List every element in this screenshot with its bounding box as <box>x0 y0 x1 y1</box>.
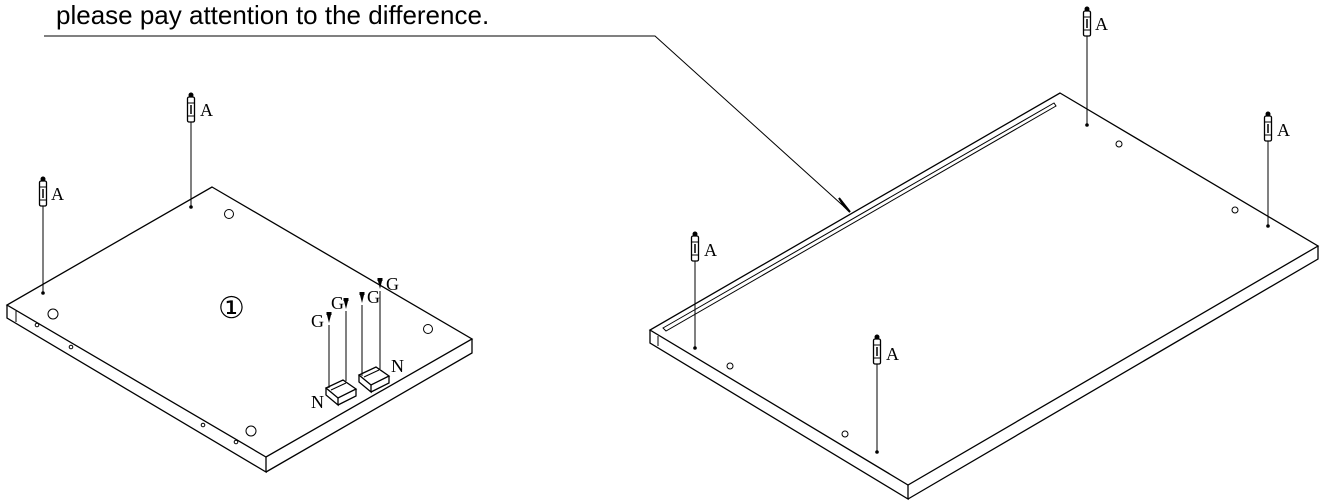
left-hole-2 <box>47 308 59 320</box>
left-hole-1 <box>224 209 234 219</box>
right-panel-top-face <box>648 92 1320 486</box>
screw-label: G <box>367 287 380 307</box>
step-number: ① <box>218 291 245 326</box>
clip-n-back <box>357 366 391 394</box>
left-edge-hole <box>68 344 74 350</box>
screw-g-4 <box>377 278 383 369</box>
dowel-a-left <box>38 175 48 295</box>
dowel-a-top <box>1082 5 1092 127</box>
dowel-a-right <box>1263 110 1273 228</box>
left-panel-side-face <box>265 339 473 473</box>
caption-text: please pay attention to the difference. <box>56 0 489 30</box>
left-edge-hole <box>233 439 239 445</box>
clip-n-front <box>324 379 358 407</box>
left-edge-hole <box>200 422 206 428</box>
dowel-a-front <box>872 333 882 454</box>
leader-line <box>44 35 851 213</box>
dowel-label: A <box>1277 120 1290 140</box>
left-hole-4 <box>245 425 257 437</box>
left-panel: ① A A N N <box>5 91 474 474</box>
left-edge-hole <box>34 322 40 328</box>
right-panel: A A A A <box>648 5 1320 501</box>
dowel-a-top <box>186 91 196 209</box>
dowel-label: A <box>200 100 213 120</box>
screw-label: G <box>386 274 399 294</box>
right-panel-side-face <box>907 246 1319 500</box>
screw-g-3 <box>359 292 365 376</box>
screw-label: G <box>331 293 344 313</box>
dowel-label: A <box>51 184 64 204</box>
clip-label: N <box>311 392 324 412</box>
right-hole <box>1115 140 1123 148</box>
right-panel-front-face <box>649 330 909 501</box>
left-hole-3 <box>423 324 433 334</box>
leader-arrowhead <box>838 197 851 213</box>
left-panel-front-face <box>6 305 267 474</box>
screw-g-2 <box>343 298 349 381</box>
screw-label: G <box>311 311 324 331</box>
dowel-label: A <box>1095 14 1108 34</box>
screw-g-1 <box>326 312 332 388</box>
right-hole <box>1231 206 1239 214</box>
groove <box>662 102 1057 332</box>
dowel-label: A <box>886 344 899 364</box>
right-hole <box>841 430 849 438</box>
clip-label: N <box>391 356 404 376</box>
dowel-a-left <box>690 230 700 350</box>
dowel-label: A <box>704 240 717 260</box>
right-hole <box>726 362 734 370</box>
